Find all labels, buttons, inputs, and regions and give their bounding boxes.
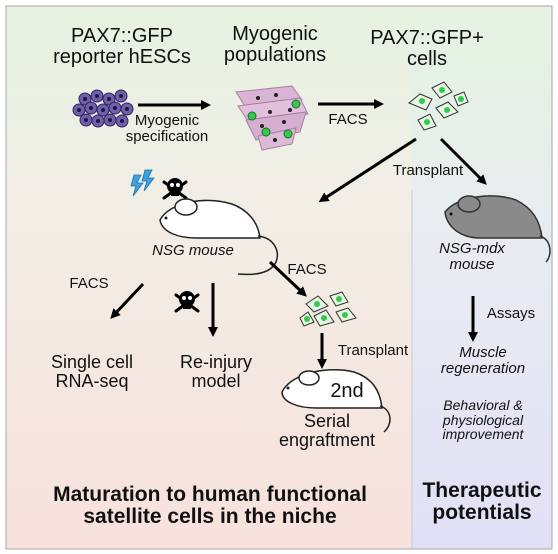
facs-left-label: FACS — [69, 275, 109, 292]
secondary-mouse-icon — [281, 369, 391, 433]
second-label: 2nd — [330, 380, 364, 402]
gfp-cells-icon — [408, 81, 469, 131]
facs-center-label: FACS — [287, 261, 327, 278]
behavioral-improvement-label: Behavioral & physiological improvement — [442, 397, 524, 443]
facs-left-arrow — [110, 282, 145, 319]
facs-label-top: FACS — [328, 111, 368, 128]
lightning-icon — [130, 169, 155, 197]
transplant-label: Transplant — [392, 162, 464, 179]
right-panel-background — [412, 6, 552, 549]
nsg-mouse-icon — [159, 198, 279, 276]
sorted-gfp-cells-icon — [299, 291, 357, 327]
myogenic-population-icon — [235, 85, 309, 151]
nsg-mdx-mouse-label: NSG-mdx mouse — [439, 240, 505, 273]
maturation-title: Maturation to human functional satellite… — [53, 483, 367, 529]
specification-label: Myogenic specification — [125, 112, 209, 145]
transplant-arrow-right — [439, 137, 487, 185]
facs-center-arrow — [268, 260, 307, 297]
assays-label: Assays — [486, 305, 536, 322]
nsg-mdx-mouse-icon — [444, 195, 551, 263]
left-panel-background — [6, 6, 418, 549]
myogenic-populations-label: Myogenic populations — [223, 23, 327, 66]
transplant2-label: Transplant — [337, 342, 409, 359]
skull-crossbones-icon-2 — [174, 291, 200, 313]
gfp-cells-label: PAX7::GFP+ cells — [370, 27, 484, 70]
figure-border — [5, 5, 553, 550]
muscle-regeneration-label: Muscle regeneration — [440, 344, 526, 377]
skull-crossbones-icon — [162, 178, 188, 200]
hesc-cluster-icon — [72, 89, 134, 128]
single-cell-rnaseq-label: Single cell RNA-seq — [50, 352, 134, 391]
transplant-arrow-left — [318, 137, 417, 203]
reporter-hescs-label: PAX7::GFP reporter hESCs — [53, 25, 191, 68]
therapeutic-title: Therapeutic potentials — [422, 479, 542, 525]
reinjury-model-label: Re-injury model — [179, 352, 253, 391]
serial-engraftment-label: Serial engraftment — [278, 411, 376, 450]
nsg-mouse-label: NSG mouse — [152, 242, 234, 259]
